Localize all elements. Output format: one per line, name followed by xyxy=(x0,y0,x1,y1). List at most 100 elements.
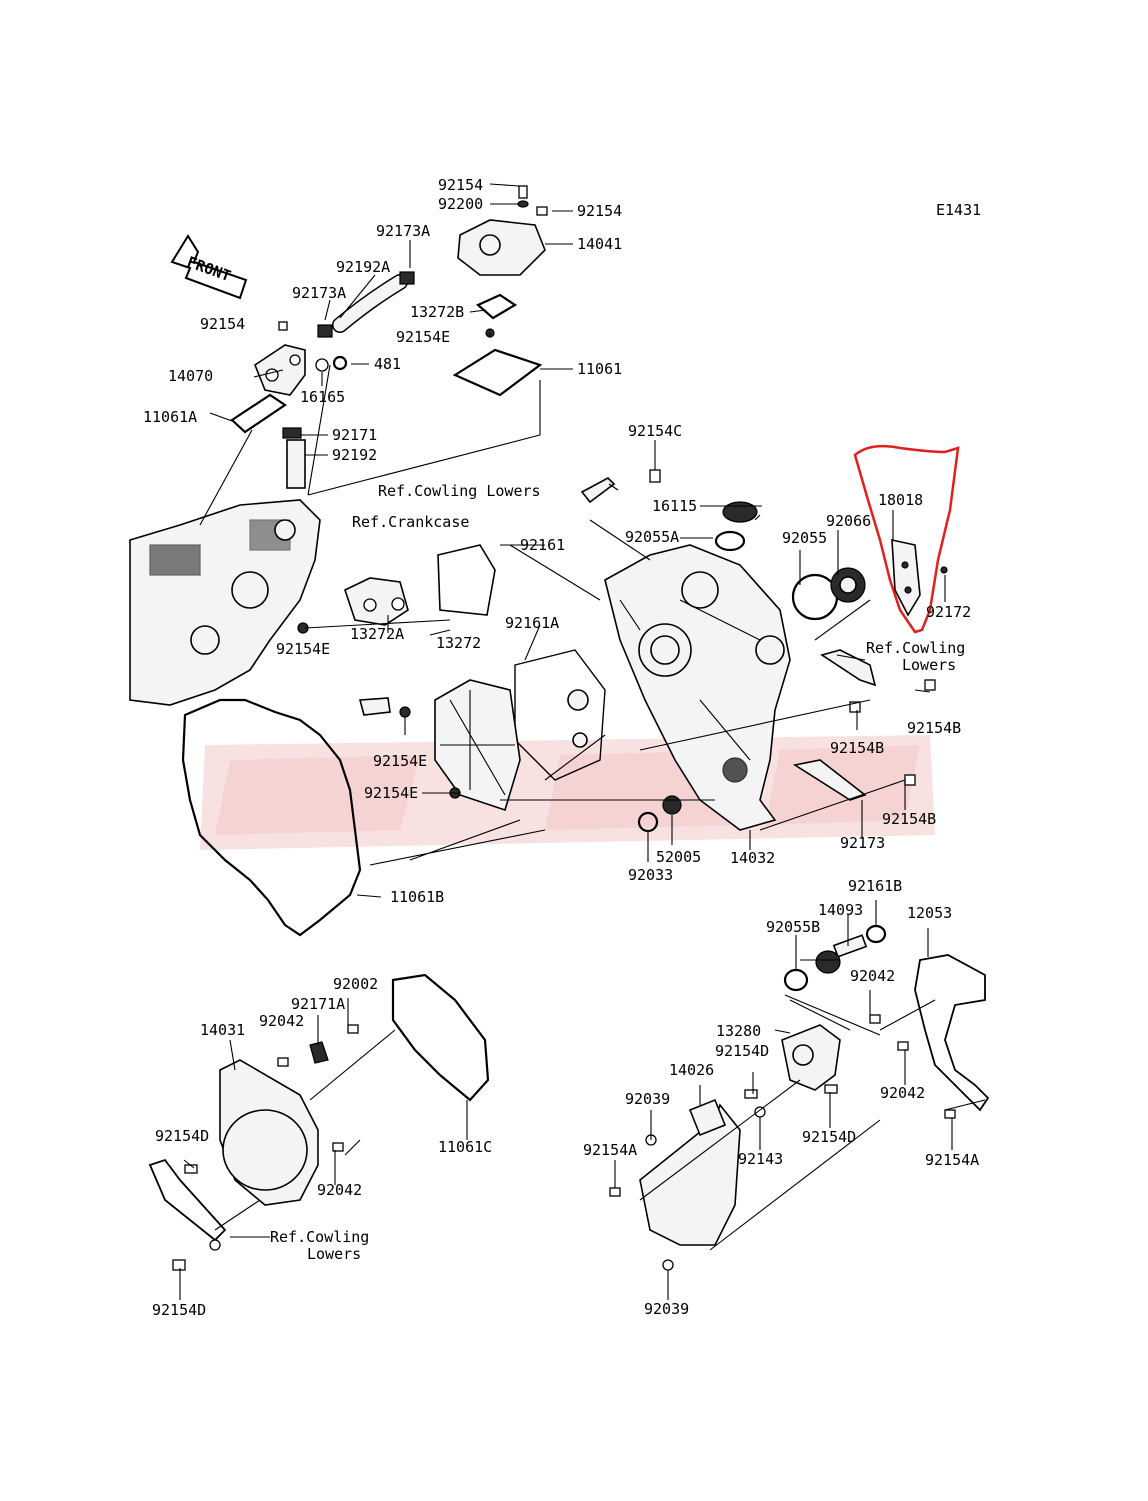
label-92161A: 92161A xyxy=(505,614,559,632)
label-92200: 92200 xyxy=(438,195,483,213)
label-92192A: 92192A xyxy=(336,258,390,276)
label-92154E-2: 92154E xyxy=(276,640,330,658)
bracket-12053 xyxy=(914,954,990,1112)
bolt-92154C xyxy=(649,469,661,483)
label-92154E-4: 92154E xyxy=(364,784,418,802)
crankcase xyxy=(129,499,321,706)
bracket-ref-cowling xyxy=(820,649,877,687)
label-92154C: 92154C xyxy=(628,422,682,440)
generator-cover-14031 xyxy=(219,1059,319,1206)
label-481: 481 xyxy=(374,355,401,373)
label-14031: 14031 xyxy=(200,1021,245,1039)
label-11061B: 11061B xyxy=(390,888,444,906)
label-92171: 92171 xyxy=(332,426,377,444)
cover-13280 xyxy=(781,1024,841,1091)
bolt-92154-left xyxy=(278,321,288,331)
oring-481 xyxy=(332,355,348,371)
label-92154D-3: 92154D xyxy=(155,1127,209,1145)
label-18018: 18018 xyxy=(878,491,923,509)
clutch-cover-14032 xyxy=(604,544,791,831)
thermostat-cover-14041 xyxy=(457,219,546,276)
label-92173A-2: 92173A xyxy=(292,284,346,302)
gasket-11061C xyxy=(391,973,490,1102)
label-92173: 92173 xyxy=(840,834,885,852)
label-ref-cowling-3a: Ref.Cowling xyxy=(270,1228,369,1246)
label-92171A: 92171A xyxy=(291,995,345,1013)
label-14093: 14093 xyxy=(818,901,863,919)
label-92055B: 92055B xyxy=(766,918,820,936)
clamp-92173A xyxy=(317,271,415,338)
bolt-92154-top xyxy=(518,185,528,199)
part-labels: E1431 92154 92200 92154 14041 92173A 921… xyxy=(143,176,981,1319)
label-92154B-2: 92154B xyxy=(830,739,884,757)
bolt-92154-right xyxy=(536,206,548,216)
washer-92200 xyxy=(517,200,529,208)
hose-92192 xyxy=(286,439,306,489)
bolt-92154D-right xyxy=(744,1084,838,1099)
label-13272: 13272 xyxy=(436,634,481,652)
bracket-92173 xyxy=(792,759,867,801)
label-11061: 11061 xyxy=(577,360,622,378)
seal-52005 xyxy=(662,795,682,815)
label-92039-2: 92039 xyxy=(644,1300,689,1318)
label-92154A-2: 92154A xyxy=(925,1151,979,1169)
label-92172: 92172 xyxy=(926,603,971,621)
label-92154-right: 92154 xyxy=(577,202,622,220)
oring-92055B xyxy=(783,968,809,992)
watermark xyxy=(200,735,935,850)
bracket-ref-cowling-low xyxy=(148,1158,227,1242)
highlight-outline xyxy=(853,444,960,634)
front-arrow: FRONT xyxy=(170,234,248,300)
label-92042-3: 92042 xyxy=(880,1084,925,1102)
label-92154E-1: 92154E xyxy=(396,328,450,346)
plate-18018 xyxy=(891,538,921,617)
label-92042-2: 92042 xyxy=(259,1012,304,1030)
clamp-92171 xyxy=(282,427,302,439)
label-92002: 92002 xyxy=(333,975,378,993)
label-52005: 52005 xyxy=(656,848,701,866)
label-92066: 92066 xyxy=(826,512,871,530)
oil-level-gauge-92066 xyxy=(830,567,866,603)
label-12053: 12053 xyxy=(907,904,952,922)
gasket-11061A xyxy=(230,393,287,434)
label-ref-cowling-3b: Lowers xyxy=(307,1245,361,1263)
label-92143: 92143 xyxy=(738,1150,783,1168)
label-ref-cowling-2b: Lowers xyxy=(902,656,956,674)
gasket-11061B xyxy=(181,698,362,937)
oring-16165 xyxy=(315,358,329,372)
bolt-92002 xyxy=(347,1024,359,1034)
label-14041: 14041 xyxy=(577,235,622,253)
label-11061A: 11061A xyxy=(143,408,197,426)
label-92154-left: 92154 xyxy=(200,315,245,333)
seal-92161 xyxy=(437,544,496,616)
impeller-cover xyxy=(434,679,521,812)
water-pump-14070 xyxy=(254,344,306,396)
label-16165: 16165 xyxy=(300,388,345,406)
bearing-14093 xyxy=(815,950,841,974)
label-92154D-4: 92154D xyxy=(152,1301,206,1319)
label-14070: 14070 xyxy=(168,367,213,385)
label-92154D-2: 92154D xyxy=(802,1128,856,1146)
shaft-14093 xyxy=(832,934,868,958)
label-11061C: 11061C xyxy=(438,1138,492,1156)
label-ref-cowling-1: Ref.Cowling Lowers xyxy=(378,482,541,500)
label-92154D-1: 92154D xyxy=(715,1042,769,1060)
label-92055: 92055 xyxy=(782,529,827,547)
label-ref-cowling-2a: Ref.Cowling xyxy=(866,639,965,657)
label-92033: 92033 xyxy=(628,866,673,884)
gasket-13272B xyxy=(475,293,518,320)
gasket-13272 xyxy=(358,697,391,716)
label-14026: 14026 xyxy=(669,1061,714,1079)
oil-filler-cap-16115 xyxy=(722,501,758,523)
label-92192: 92192 xyxy=(332,446,377,464)
dowel-92042-left xyxy=(277,1057,344,1152)
clamp-92171A xyxy=(309,1041,329,1064)
label-92173A-1: 92173A xyxy=(376,222,430,240)
bolt-92172 xyxy=(940,566,948,574)
label-92161B: 92161B xyxy=(848,877,902,895)
label-92154B-3: 92154B xyxy=(882,810,936,828)
oring-92055A xyxy=(714,530,746,552)
label-14032: 14032 xyxy=(730,849,775,867)
label-13272B: 13272B xyxy=(410,303,464,321)
